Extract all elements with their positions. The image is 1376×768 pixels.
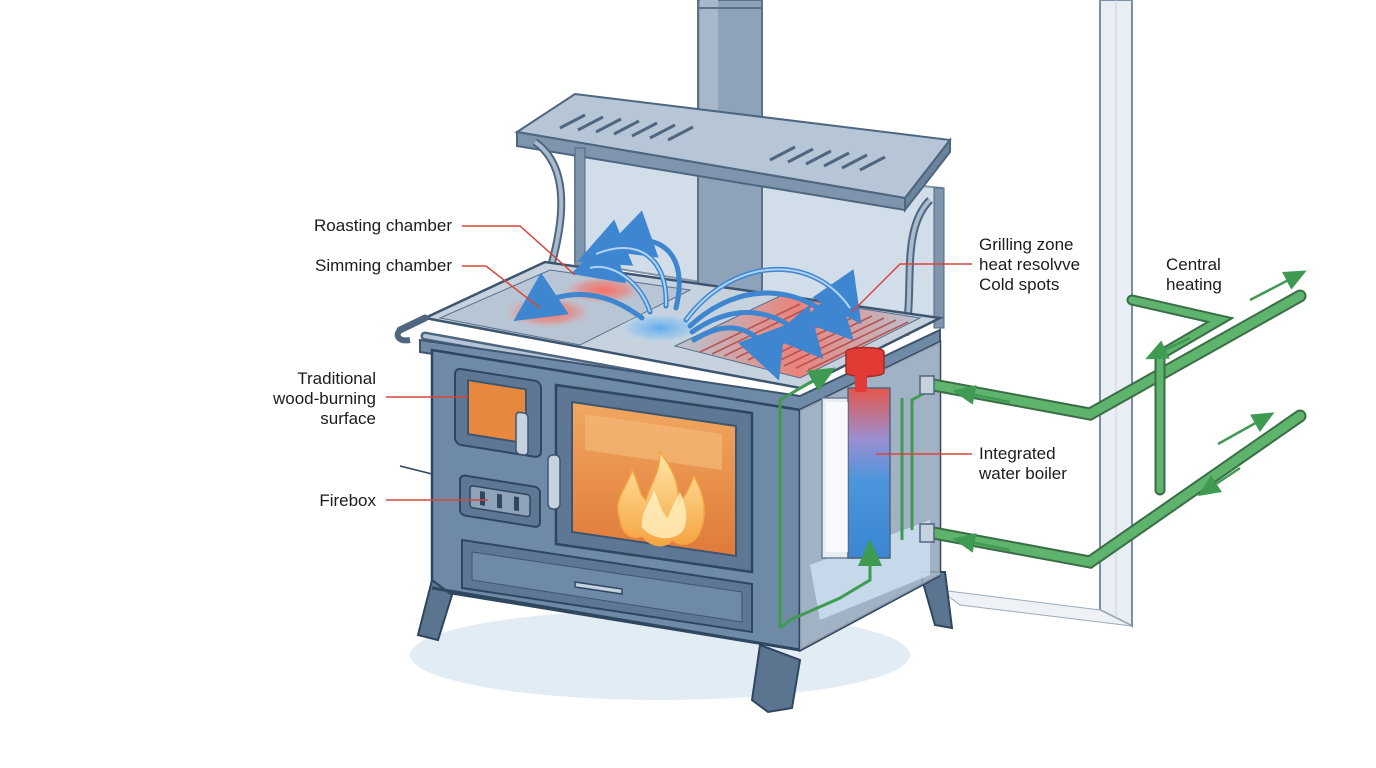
central-heating-pipes — [919, 289, 1307, 569]
firebox-door — [547, 383, 754, 574]
label-water-boiler: Integrated water boiler — [979, 444, 1109, 484]
label-boiler-line1: Integrated — [979, 444, 1056, 463]
label-grilling-line1: Grilling zone — [979, 235, 1074, 254]
heat-source-spot — [618, 313, 702, 343]
warming-shelf — [514, 92, 952, 336]
label-grilling-zone: Grilling zone heat resolvve Cold spots — [979, 235, 1119, 295]
side-pipe — [399, 465, 433, 475]
label-central-heating: Central heating — [1166, 255, 1276, 295]
label-traditional-line2: wood-burning — [272, 389, 376, 408]
flame-icon — [617, 449, 706, 547]
label-boiler-line2: water boiler — [979, 464, 1067, 483]
water-flow-arrow-icon — [952, 270, 1307, 553]
label-traditional-line3: surface — [320, 409, 376, 428]
label-firebox: Firebox — [319, 491, 376, 510]
ash-door — [454, 367, 542, 458]
label-central-line2: heating — [1166, 275, 1222, 294]
label-roasting-chamber: Roasting chamber — [314, 216, 452, 235]
label-traditional-line1: Traditional — [297, 369, 376, 388]
air-vent — [459, 474, 541, 528]
label-central-line1: Central — [1166, 255, 1221, 274]
wall — [938, 0, 1133, 628]
label-grilling-line2: heat resolvve — [979, 255, 1081, 274]
label-traditional-surface: Traditional wood-burning surface — [200, 369, 376, 429]
leader-lines — [386, 225, 972, 501]
label-simmering-chamber: Simming chamber — [315, 256, 452, 275]
bottom-drawer — [461, 538, 753, 634]
label-grilling-line3: Cold spots — [979, 275, 1060, 294]
